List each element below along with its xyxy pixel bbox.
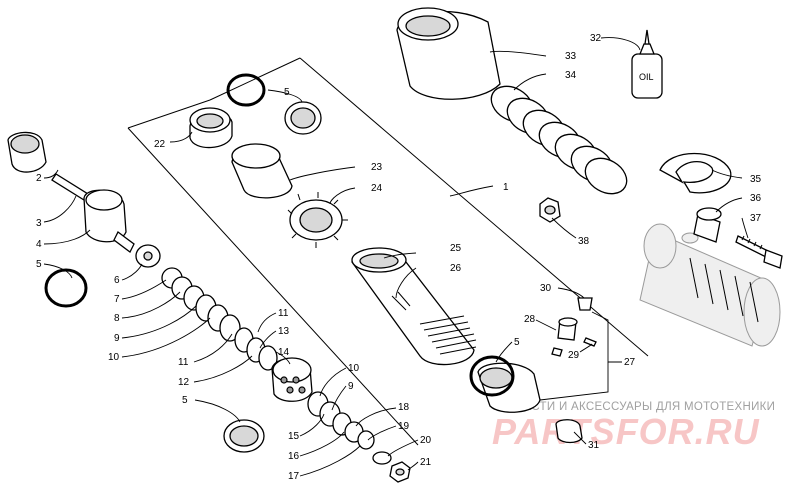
- reservoir-cap: [396, 7, 501, 100]
- callout-10-upper: 10: [108, 352, 120, 363]
- callout-15: 15: [288, 431, 300, 442]
- callout-30: 30: [540, 283, 552, 294]
- leader-lines: [43, 37, 749, 477]
- callout-18: 18: [398, 402, 410, 413]
- oil-label: OIL: [639, 72, 654, 82]
- callout-1: 1: [503, 182, 509, 193]
- callout-32: 32: [590, 33, 602, 44]
- callout-20: 20: [420, 435, 432, 446]
- main-spring: [490, 85, 628, 195]
- callout-24: 24: [371, 183, 383, 194]
- callout-17: 17: [288, 471, 300, 482]
- callout-28: 28: [524, 314, 536, 325]
- eye-bushing: [7, 131, 47, 173]
- callout-12: 12: [178, 377, 190, 388]
- callout-7: 7: [114, 294, 120, 305]
- callout-25: 25: [450, 243, 462, 254]
- callout-31: 31: [588, 440, 600, 451]
- spring-retainer: [659, 152, 732, 194]
- callout-33: 33: [565, 51, 577, 62]
- callout-29: 29: [568, 350, 580, 361]
- watermark-line: ЗАПЧАСТИ И АКСЕССУАРЫ ДЛЯ МОТОТЕХНИКИ: [492, 401, 775, 413]
- callout-35: 35: [750, 174, 762, 185]
- adjuster-nut: [287, 192, 348, 248]
- callout-2: 2: [36, 173, 42, 184]
- callout-22: 22: [154, 139, 166, 150]
- mount-bolt: [735, 235, 783, 269]
- washer-stack: [135, 244, 278, 371]
- nut: [539, 197, 561, 223]
- seal-ring-top: [284, 101, 322, 135]
- lower-washers: [307, 391, 411, 483]
- callout-11-right: 11: [278, 308, 289, 319]
- callout-5-bottom: 5: [182, 395, 188, 406]
- oil-bottle: OIL: [631, 29, 663, 99]
- callout-23: 23: [371, 162, 383, 173]
- callout-19: 19: [398, 421, 410, 432]
- bearing-sleeve: [231, 143, 293, 199]
- callout-14: 14: [278, 347, 290, 358]
- valve-parts: [551, 297, 597, 357]
- bushing: [693, 207, 722, 243]
- piston: [271, 357, 313, 402]
- callout-38: 38: [578, 236, 590, 247]
- seal-ring-lower: [223, 419, 265, 453]
- callout-6: 6: [114, 275, 120, 286]
- callout-5-left: 5: [36, 259, 42, 270]
- callout-10-lower: 10: [348, 363, 360, 374]
- watermark-logo: PARTSFOR.RU: [492, 411, 760, 452]
- shock-body: [351, 247, 477, 366]
- callout-labels: 32 33 34 5 22 23 24 1 35 36 37 38 2 3 4 …: [36, 33, 762, 482]
- callout-3: 3: [36, 218, 42, 229]
- callout-8: 8: [114, 313, 120, 324]
- callout-11-left: 11: [178, 357, 189, 368]
- callout-16: 16: [288, 451, 300, 462]
- watermark: PARTSFOR.RU ЗАПЧАСТИ И АКСЕССУАРЫ ДЛЯ МО…: [492, 401, 775, 452]
- highlighted-rings: [44, 73, 515, 397]
- shaft-eye: [51, 173, 135, 253]
- callout-5-right: 5: [514, 337, 520, 348]
- top-seal: [189, 107, 233, 149]
- callout-4: 4: [36, 239, 42, 250]
- callout-9-upper: 9: [114, 333, 120, 344]
- callout-36: 36: [750, 193, 762, 204]
- callout-34: 34: [565, 70, 577, 81]
- callout-5-top: 5: [284, 87, 290, 98]
- assembled-shock-ghost: [639, 223, 781, 347]
- highlight-ring-right: [469, 355, 515, 397]
- callout-26: 26: [450, 263, 462, 274]
- callout-13: 13: [278, 326, 290, 337]
- callout-9-lower: 9: [348, 381, 354, 392]
- callout-37: 37: [750, 213, 762, 224]
- callout-21: 21: [420, 457, 432, 468]
- callout-27: 27: [624, 357, 636, 368]
- highlight-ring-top: [226, 73, 266, 107]
- highlight-ring-left: [44, 268, 88, 308]
